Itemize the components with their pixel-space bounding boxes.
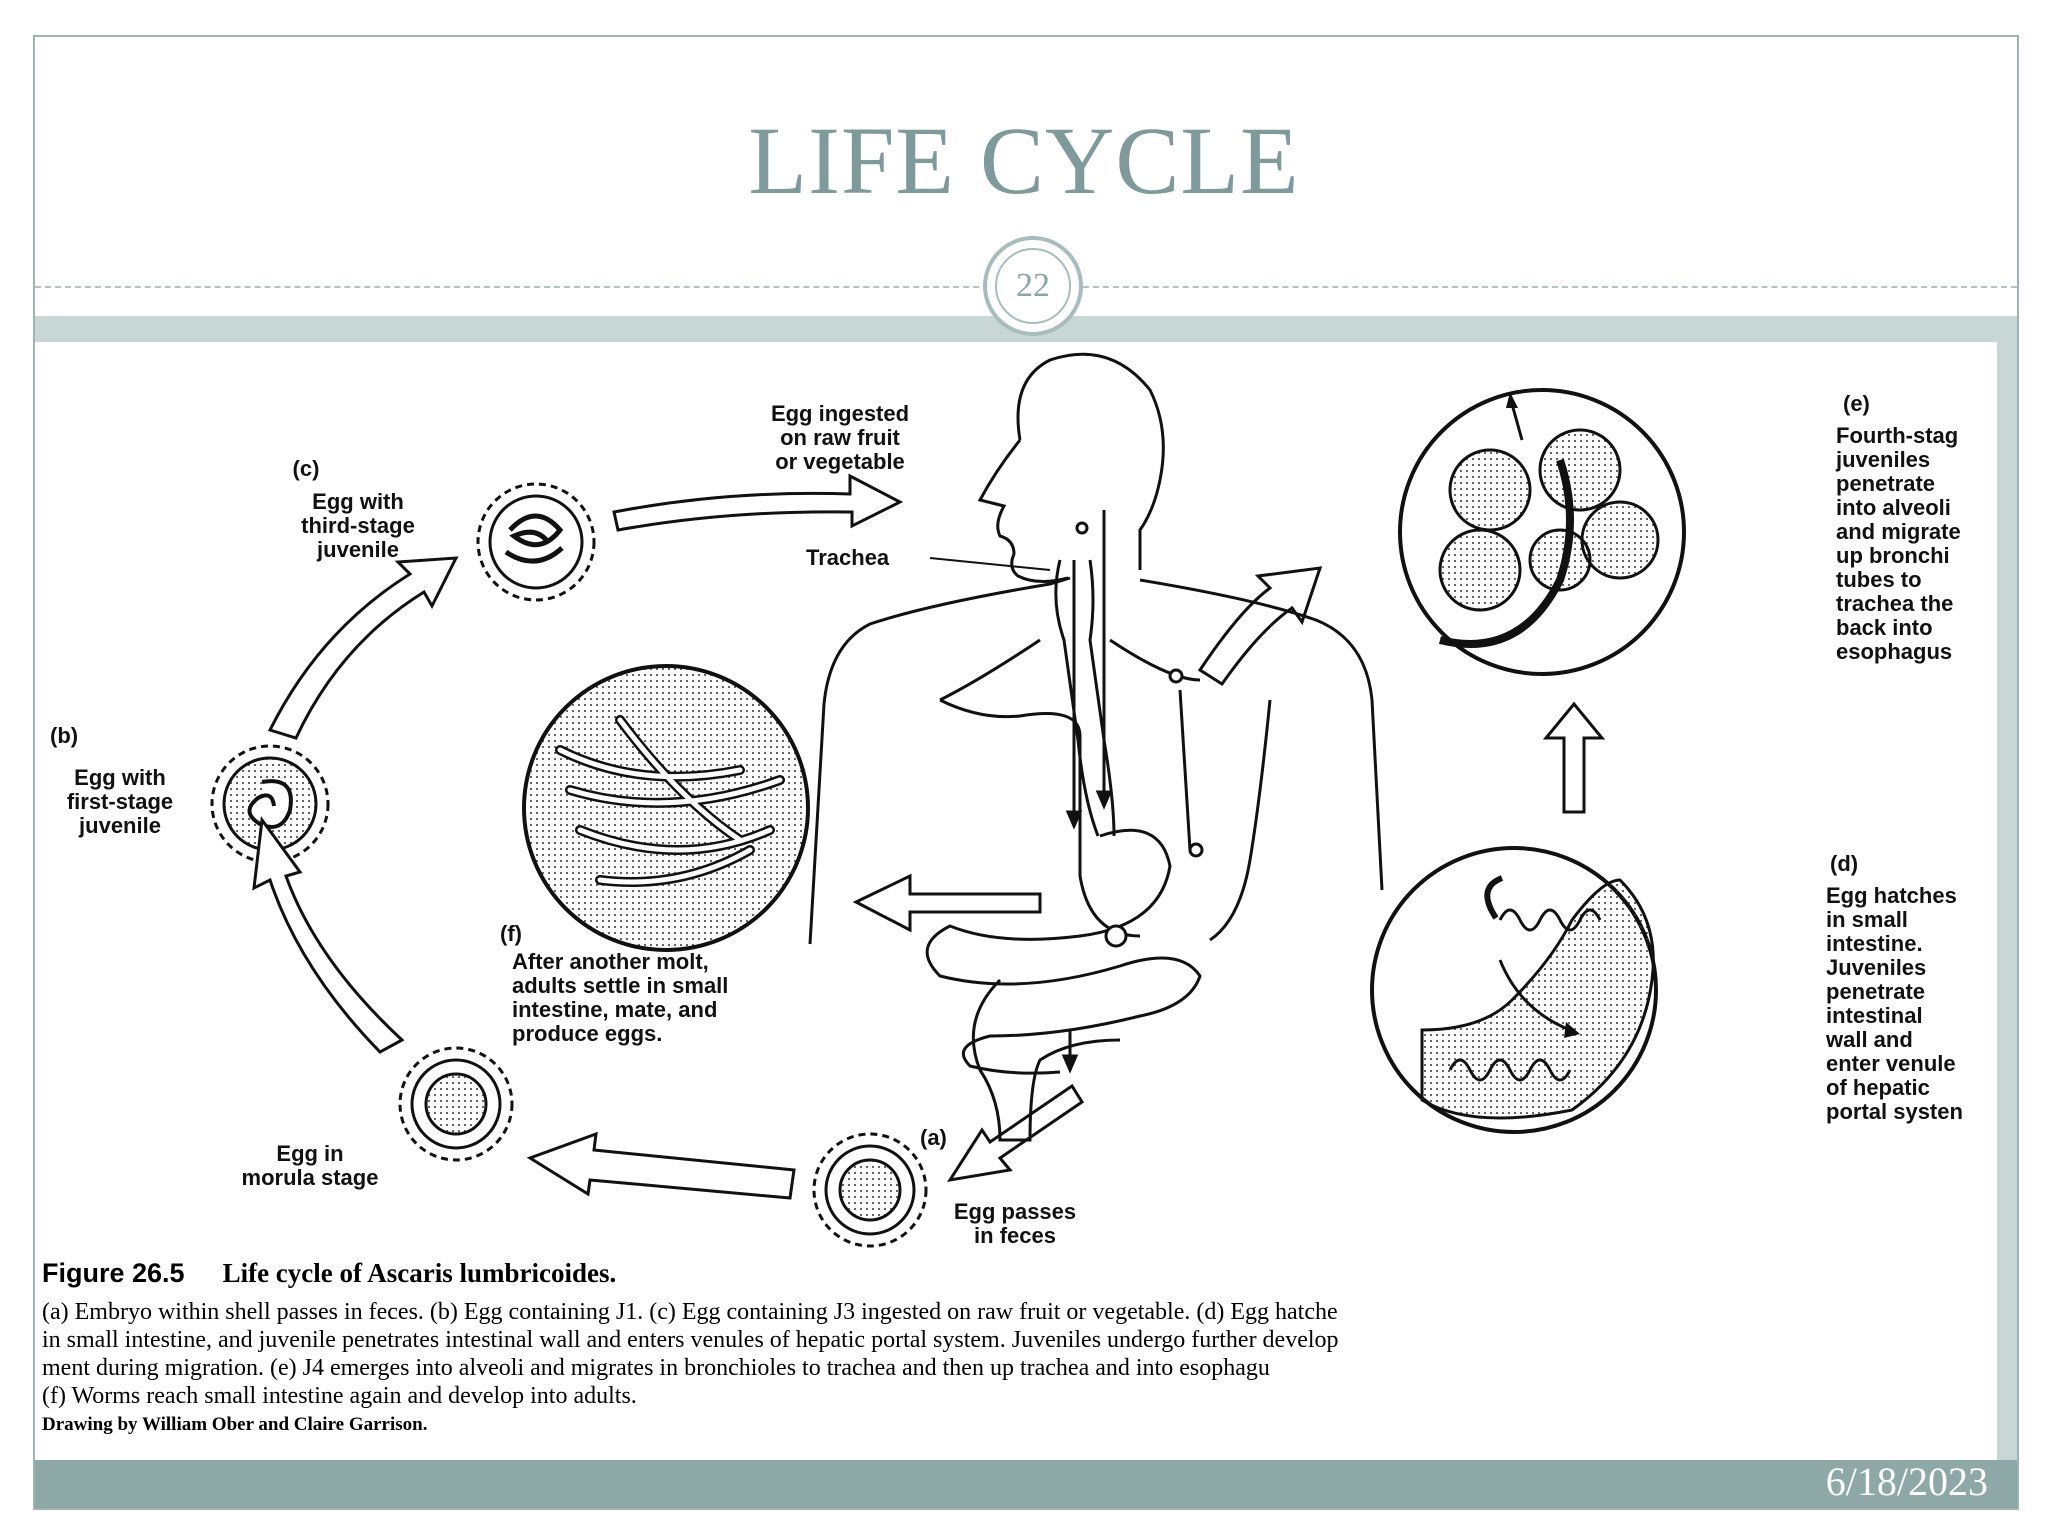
inset-intestinal-wall — [1370, 846, 1658, 1134]
label-e-letter: (e) — [1843, 391, 1870, 416]
slide-title: LIFE CYCLE — [748, 107, 1300, 214]
label-morula-text: Egg in morula stage — [241, 1141, 379, 1190]
arrow-b-to-c — [267, 556, 459, 740]
cycle-arrows — [252, 473, 1606, 1200]
label-b-letter: (b) — [50, 723, 79, 748]
figure-caption-body: (a) Embryo within shell passes in feces.… — [42, 1299, 1339, 1409]
label-e-text: Fourth-stag juveniles penetrate into alv… — [1836, 423, 1961, 664]
label-b-text: Egg with first-stage juvenile — [66, 765, 174, 838]
label-d-text: Egg hatches in small intestine. Juvenile… — [1826, 883, 1963, 1124]
inset-adults-intestine — [522, 664, 810, 952]
footer-bar — [35, 1460, 2017, 1508]
label-a-text: Egg passes in feces — [953, 1199, 1077, 1248]
page-number: 22 — [995, 248, 1071, 324]
right-strip — [1997, 342, 2017, 1460]
arrow-d-to-e — [1542, 701, 1606, 814]
figure-caption-title: Figure 26.5 Life cycle of Ascaris lumbric… — [42, 1258, 616, 1289]
trachea-leader-line — [929, 557, 1051, 571]
label-f-letter: (f) — [500, 921, 522, 946]
arrow-feces-to-a — [946, 1083, 1085, 1183]
flow-arrows — [1061, 510, 1204, 1074]
slide-date: 6/18/2023 — [1825, 1459, 1988, 1504]
human-body-outline — [808, 352, 1384, 945]
arrow-c-to-ingest — [612, 473, 904, 532]
label-d-letter: (d) — [1830, 851, 1859, 876]
label-c-text: Egg with third-stage juvenile — [301, 489, 415, 562]
digestive-tract — [925, 559, 1202, 1142]
figure-title: Life cycle of Ascaris lumbricoides. — [222, 1258, 617, 1288]
inset-alveoli — [1398, 388, 1686, 676]
slide-frame — [33, 35, 2019, 1510]
label-c-letter: (c) — [292, 456, 320, 481]
label-f-text: After another molt, adults settle in sma… — [512, 949, 729, 1046]
egg-first-stage-icon — [210, 744, 330, 864]
label-a-letter: (a) — [920, 1125, 947, 1150]
egg-morula-icon — [398, 1046, 514, 1162]
figure-credit: Drawing by William Ober and Claire Garri… — [42, 1414, 428, 1435]
page-number-badge: 22 — [983, 236, 1083, 336]
egg-feces-icon — [812, 1132, 928, 1248]
arrow-lung-to-e — [1197, 566, 1323, 687]
label-ingested-text: Egg ingested on raw fruit or vegetable — [770, 401, 910, 474]
label-trachea: Trachea — [806, 545, 890, 570]
figure-number: Figure 26.5 — [42, 1258, 185, 1288]
arrow-intestine-to-f — [852, 873, 1042, 933]
arrow-morula-to-b — [252, 816, 405, 1054]
egg-third-stage-icon — [476, 482, 596, 602]
arrow-a-to-morula — [526, 1131, 796, 1200]
